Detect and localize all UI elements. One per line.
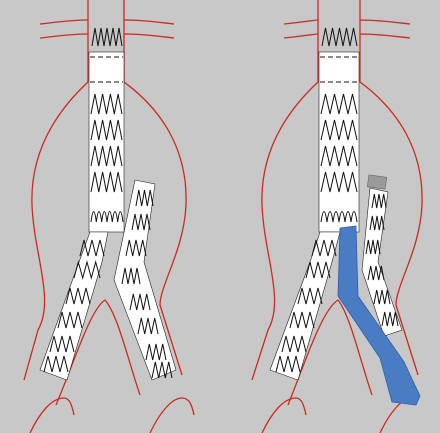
body-stent-ring-4 — [90, 171, 123, 193]
body-stent-ring-4 — [320, 171, 358, 193]
contralateral-limb-stent-ring-1 — [371, 193, 387, 209]
aorta-outline — [251, 0, 423, 433]
contralateral-limb-stent-ring-3 — [365, 239, 381, 255]
body-stent-ring-2 — [90, 119, 123, 141]
panel-a — [23, 0, 195, 433]
left-limb-stent-ring-4 — [57, 311, 83, 329]
left-limb-stent-ring-4 — [289, 311, 315, 329]
left-limb-stent-ring-1 — [79, 239, 105, 257]
contralateral-limb-stent-ring-4 — [367, 265, 385, 281]
graft-main-body — [88, 51, 125, 233]
gate-stent-ring — [90, 211, 124, 223]
body-stent-ring-3 — [320, 145, 358, 167]
blue-occluder-device — [337, 225, 421, 406]
suprarenal-stent-ring — [321, 27, 358, 47]
left-limb-stent-ring-6 — [43, 355, 69, 373]
gate-stent-ring — [320, 211, 358, 223]
left-limb-stent-ring-2 — [73, 260, 101, 280]
contralateral-limb-stent-ring-5 — [373, 289, 391, 305]
left-limb-stent-ring-3 — [65, 287, 91, 305]
stent-rings — [275, 27, 399, 373]
left-limb-stent-ring-2 — [305, 261, 331, 279]
right-limb-stent-ring-1 — [135, 189, 154, 207]
left-limb-stent-ring-5 — [281, 335, 307, 353]
body-stent-ring-1 — [320, 93, 358, 115]
contralateral-limb-stent-ring-6 — [381, 311, 399, 327]
right-limb-stent-ring-7 — [145, 343, 167, 361]
graft-left-limb — [39, 231, 109, 381]
graft-main-body — [318, 51, 360, 233]
right-limb-stent-ring-8 — [151, 361, 173, 379]
right-limb-stent-ring-3 — [125, 239, 147, 257]
body-stent-ring-3 — [90, 145, 123, 167]
right-limb-stent-ring-5 — [129, 293, 151, 311]
left-limb-stent-ring-5 — [49, 335, 75, 353]
right-limb-stent-ring-4 — [121, 267, 141, 285]
gray-marker — [366, 174, 388, 190]
panel-b — [251, 0, 423, 433]
contralateral-limb-stent-ring-2 — [369, 215, 385, 231]
body-stent-ring-2 — [320, 119, 358, 141]
left-limb-stent-ring-6 — [275, 355, 301, 373]
right-limb-stent-ring-2 — [131, 213, 151, 231]
stent-rings — [43, 27, 173, 379]
aorta-outline — [23, 0, 195, 433]
body-stent-ring-1 — [90, 93, 123, 115]
graft-right-limb — [113, 179, 177, 381]
suprarenal-stent-ring — [91, 27, 123, 47]
graft-contralateral-limb — [361, 187, 403, 337]
left-limb-stent-ring-3 — [297, 287, 323, 305]
right-limb-stent-ring-6 — [137, 317, 159, 335]
left-limb-stent-ring-1 — [311, 239, 337, 257]
